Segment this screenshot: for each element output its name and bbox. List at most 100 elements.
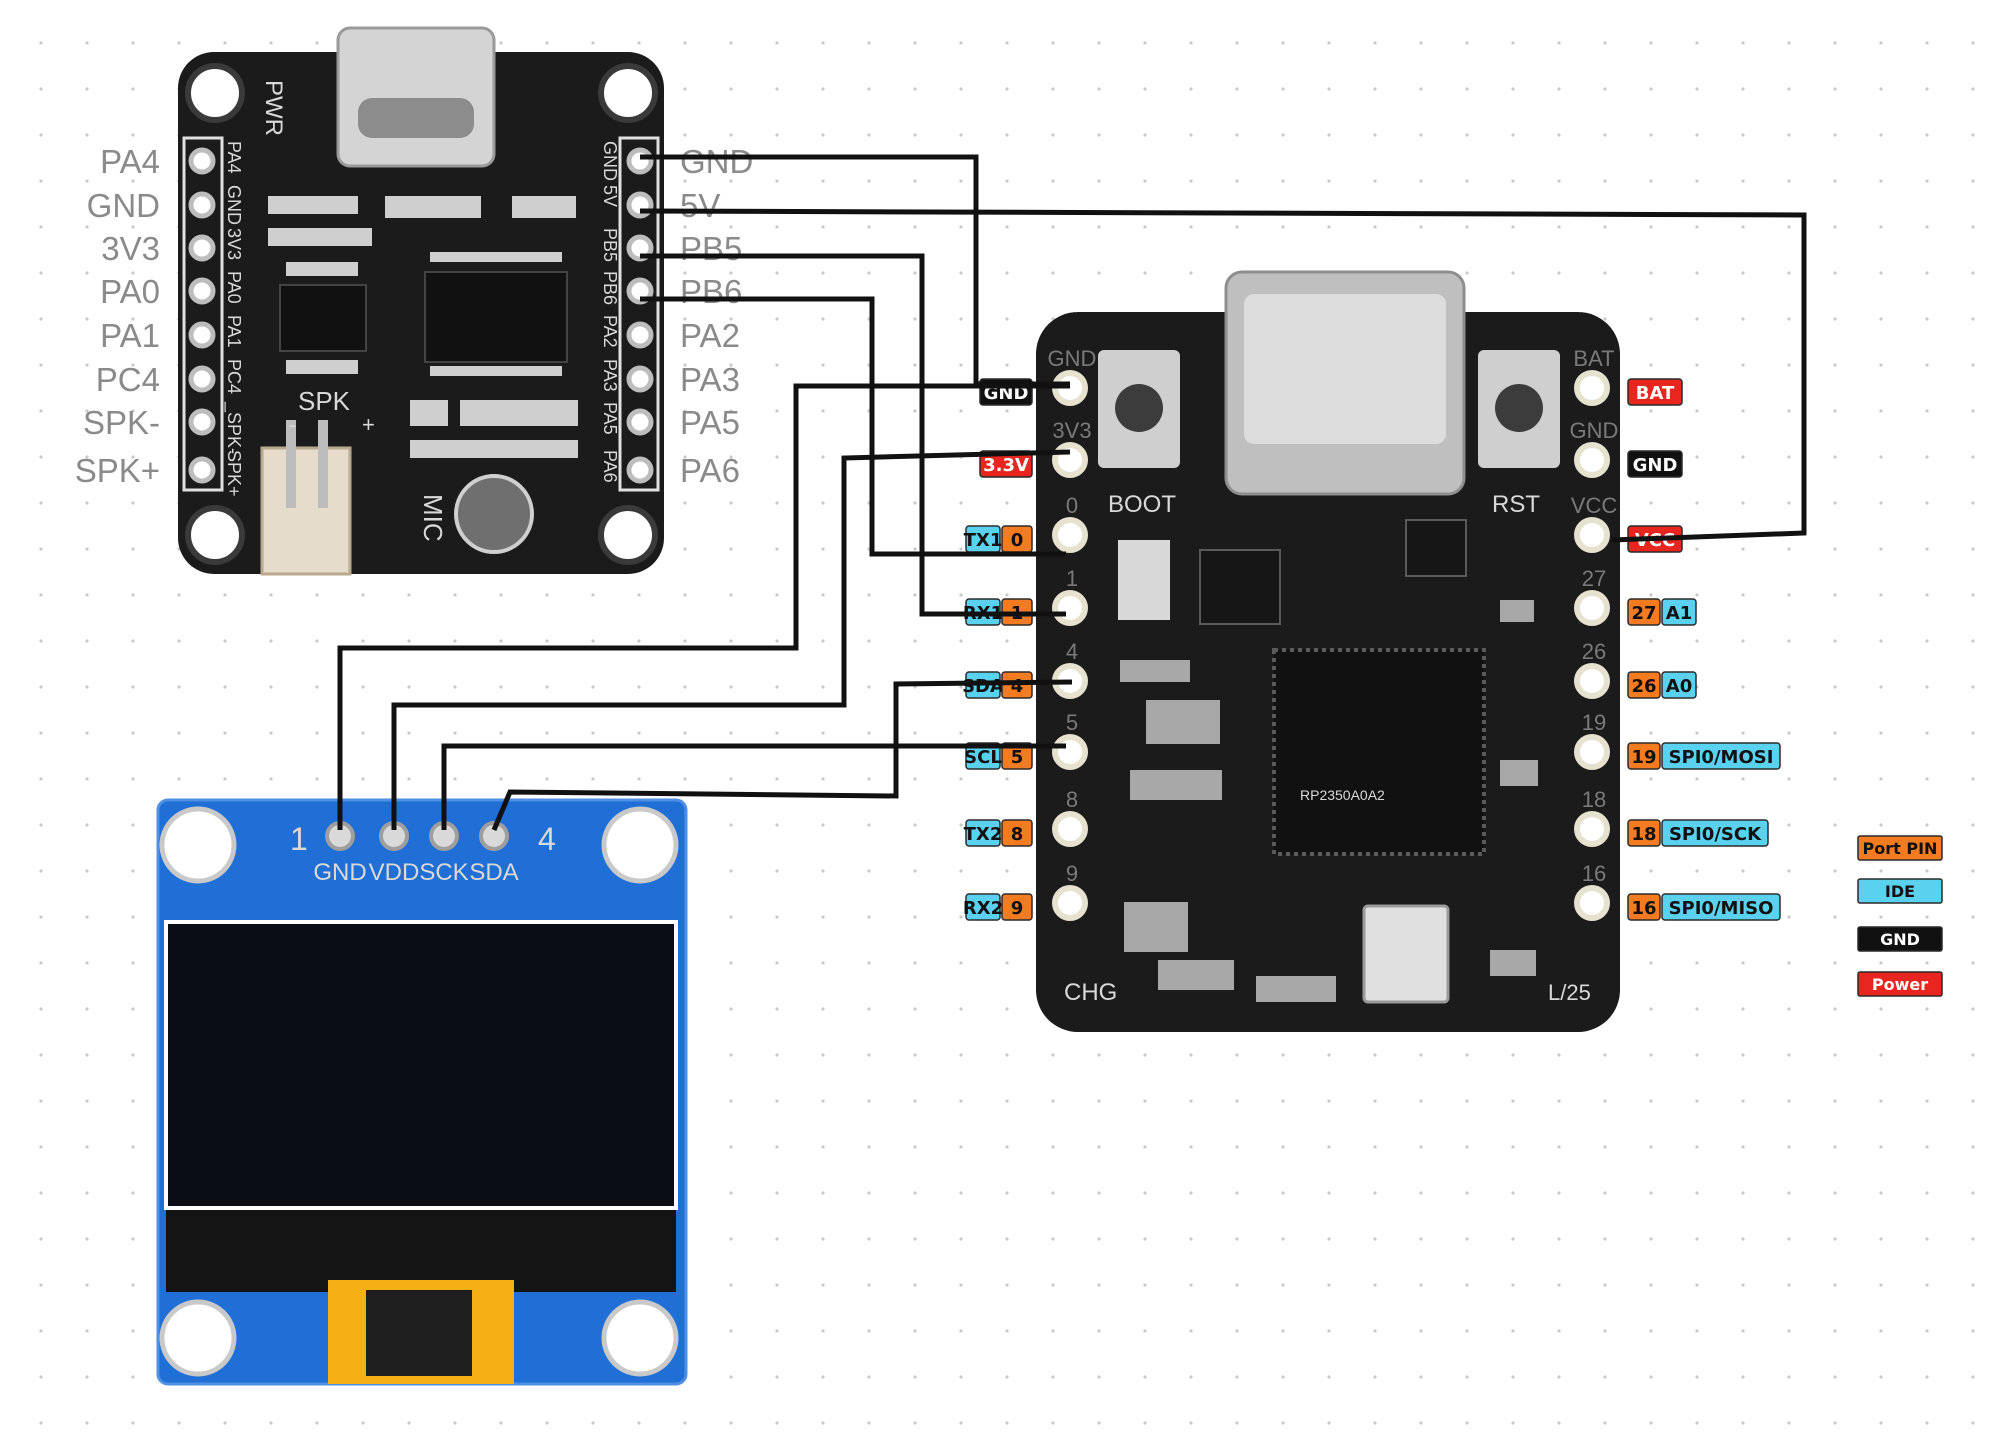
reset-button-cap xyxy=(1495,384,1543,432)
legend-item-ide: IDE xyxy=(1857,878,1943,904)
mcu-left-power-tag: 3.3V xyxy=(979,450,1033,478)
svg-text:8: 8 xyxy=(1011,824,1024,845)
svg-text:19: 19 xyxy=(1631,747,1656,768)
mcu-right-pin-number: VCC xyxy=(1571,493,1618,518)
audio-left-pin-label: SPK+ xyxy=(75,452,160,489)
mcu-right-pin-number: 27 xyxy=(1582,566,1606,591)
svg-text:26: 26 xyxy=(1631,676,1656,697)
svg-text:9: 9 xyxy=(1011,898,1024,919)
mcu-usb-c-shell xyxy=(1244,294,1446,444)
mcu-right-pin-number: 26 xyxy=(1582,639,1606,664)
mounting-hole xyxy=(159,806,237,884)
pwr-silk: PWR xyxy=(260,80,287,136)
audio-right-pin-label: PA5 xyxy=(680,404,740,441)
ic-chip xyxy=(424,271,568,363)
audio-left-pin-label: SPK- xyxy=(83,404,160,441)
audio-right-pin-label: GND xyxy=(680,143,753,180)
mcu-right-pin-pad xyxy=(1574,370,1610,406)
svg-text:GND: GND xyxy=(1880,930,1920,949)
mcu-left-pin-pad xyxy=(1052,734,1088,770)
rp2350-chip xyxy=(1272,648,1486,856)
svg-text:BAT: BAT xyxy=(1636,383,1675,404)
audio-right-pin-pad xyxy=(626,365,654,393)
svg-text:0: 0 xyxy=(1011,530,1024,551)
svg-text:SDA: SDA xyxy=(962,676,1004,697)
usb-c-port xyxy=(358,98,474,138)
wire-oled-sda-to-sda xyxy=(491,679,1073,831)
mcu-right-port-tag: 26 xyxy=(1627,671,1661,699)
mcu-right-ide-tag: A1 xyxy=(1661,598,1697,626)
audio-left-pin-label: PC4 xyxy=(96,361,160,398)
boot-silk: BOOT xyxy=(1108,491,1176,518)
audio-left-pin-label: GND xyxy=(87,187,160,224)
crystal xyxy=(1362,904,1450,1004)
oled-pin-label: GND xyxy=(313,859,366,886)
mcu-left-pin-pad xyxy=(1052,590,1088,626)
mcu-right-ide-tag: SPI0/SCK xyxy=(1661,819,1769,847)
audio-right-pin-label: PA6 xyxy=(680,452,740,489)
oled-pin-label: SDA xyxy=(469,859,518,886)
mcu-left-port-tag: 0 xyxy=(1001,525,1033,553)
audio-left-pin-silk: PA0 xyxy=(224,271,244,304)
svg-text:A0: A0 xyxy=(1666,676,1692,697)
audio-left-pin-pad xyxy=(188,456,216,484)
mcu-right-pin-number: 18 xyxy=(1582,787,1606,812)
svg-text:3.3V: 3.3V xyxy=(983,455,1029,476)
oled-pin-label: SCK xyxy=(419,859,468,886)
audio-left-pin-pad xyxy=(188,191,216,219)
chg-silk: CHG xyxy=(1064,979,1117,1006)
mcu-right-ide-tag: A0 xyxy=(1661,671,1697,699)
audio-right-pin-label: PA2 xyxy=(680,317,740,354)
inductor xyxy=(1118,540,1170,620)
audio-left-pin-label: PA1 xyxy=(100,317,160,354)
mcu-left-ide-tag: SCL xyxy=(964,742,1002,770)
mcu-left-pin-pad xyxy=(1052,442,1088,478)
wire-pb5-to-rx1 xyxy=(640,253,1066,617)
mcu-left-pin-number: GND xyxy=(1048,346,1097,371)
mounting-hole xyxy=(598,505,658,565)
audio-right-pin-pad xyxy=(626,408,654,436)
corner-silk: L/25 xyxy=(1548,980,1591,1005)
audio-left-pin-silk: PA1 xyxy=(224,315,244,348)
audio-left-pin-pad xyxy=(188,408,216,436)
mounting-hole xyxy=(601,1299,679,1377)
svg-text:SPI0/SCK: SPI0/SCK xyxy=(1669,824,1762,845)
mounting-hole xyxy=(185,63,245,123)
mcu-left-ide-tag: TX2 xyxy=(964,819,1002,847)
mcu-right-pin-number: 19 xyxy=(1582,710,1606,735)
mcu-right-port-tag: 16 xyxy=(1627,893,1661,921)
mcu-right-ide-tag: SPI0/MOSI xyxy=(1661,742,1781,770)
svg-text:IDE: IDE xyxy=(1885,882,1915,901)
mcu-right-port-tag: 18 xyxy=(1627,819,1661,847)
mcu-left-pin-number: 9 xyxy=(1066,861,1078,886)
oled-screen xyxy=(164,920,678,1210)
audio-right-pin-silk: PA3 xyxy=(600,359,620,392)
mic-silk: MIC xyxy=(418,494,448,542)
mcu-right-pin-pad xyxy=(1574,442,1610,478)
legend-item-power: Power xyxy=(1857,971,1943,997)
mcu-right-pin-pad xyxy=(1574,663,1610,699)
mcu-left-port-tag: 9 xyxy=(1001,893,1033,921)
svg-text:SPI0/MOSI: SPI0/MOSI xyxy=(1669,747,1774,768)
audio-right-pin-silk: PA6 xyxy=(600,450,620,483)
mounting-hole xyxy=(185,505,245,565)
mounting-hole xyxy=(598,63,658,123)
oled-pin-label: VDD xyxy=(369,859,420,886)
svg-text:Power: Power xyxy=(1872,975,1928,994)
wire-pb6-to-tx1 xyxy=(640,296,1066,557)
audio-left-pin-silk: PC4 xyxy=(224,359,244,394)
audio-right-pin-label: PB5 xyxy=(680,230,742,267)
mcu-smd-components xyxy=(1120,600,1538,1002)
wire-oled-vdd-to-3v3 xyxy=(391,449,1071,830)
audio-right-pin-silk: PA2 xyxy=(600,315,620,348)
audio-left-pin-label: PA4 xyxy=(100,143,160,180)
boot-button-cap xyxy=(1115,384,1163,432)
audio-left-pin-pad xyxy=(188,277,216,305)
audio-right-pin-silk: 5V xyxy=(600,185,620,207)
mounting-hole xyxy=(159,1299,237,1377)
mcu-right-port-tag: 19 xyxy=(1627,742,1661,770)
